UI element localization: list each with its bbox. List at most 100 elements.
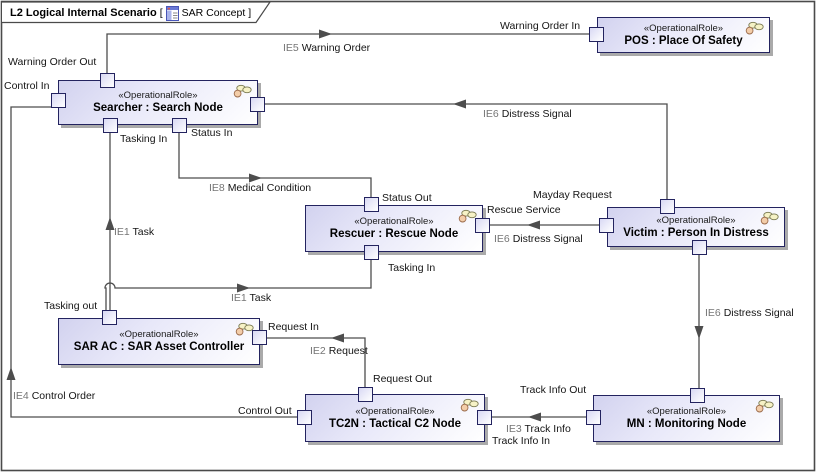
flow-label: IE2 Request [310, 345, 368, 357]
flow-id-prefix: IE2 [310, 345, 329, 357]
edge-ie1-task-to-searcher[interactable] [105, 133, 115, 310]
edge-ie6-distress-signal-to-mn[interactable] [694, 255, 704, 388]
port-mn-track-info-out[interactable] [586, 410, 601, 425]
flow-label: IE1 Task [231, 292, 271, 304]
port-searcher-tasking-in[interactable] [103, 118, 118, 133]
flow-label: IE8 Medical Condition [209, 182, 311, 194]
node-name: Rescuer : Rescue Node [329, 228, 459, 240]
port-searcher-status-in[interactable] [172, 118, 187, 133]
arrowhead [453, 99, 466, 109]
flow-name: Warning Order [301, 42, 371, 54]
flow-label: IE3 Track Info [506, 423, 571, 435]
node-searcher[interactable]: «OperationalRole»Searcher : Search Node [58, 80, 258, 125]
flow-id-prefix: IE6 [483, 108, 502, 120]
operational-role-icon [755, 399, 774, 413]
stereotype-label: «OperationalRole» [646, 406, 727, 417]
edge-ie8-medical-condition[interactable] [178, 133, 372, 197]
edge-ie1-task-to-rescuer[interactable] [104, 260, 372, 310]
port-sar-ac-request-in[interactable] [252, 330, 267, 345]
port-rescuer-tasking-in[interactable] [364, 245, 379, 260]
port-label: Request In [268, 321, 319, 333]
flow-label: IE1 Task [114, 226, 154, 238]
port-label: Track Info In [492, 435, 550, 447]
node-pos[interactable]: «OperationalRole»POS : Place Of Safety [597, 17, 770, 53]
port-tc2n-control-out[interactable] [297, 410, 312, 425]
node-name: Victim : Person In Distress [623, 226, 769, 239]
operational-role-icon [235, 322, 254, 336]
arrowhead [527, 220, 540, 230]
stereotype-label: «OperationalRole» [119, 329, 199, 340]
title-bracket-close: ] [248, 7, 252, 19]
diagram-title-tab[interactable]: L2 Logical Internal Scenario [ SAR Conce… [10, 5, 251, 21]
port-label: Track Info Out [520, 384, 587, 396]
arrowhead [528, 412, 541, 422]
arrowhead [694, 326, 704, 339]
port-rescuer-rescue-service[interactable] [475, 218, 490, 233]
edge-ie6-distress-signal-to-searcher[interactable] [265, 99, 668, 200]
port-label: Warning Order In [500, 20, 581, 32]
port-pos-warning-order-in[interactable] [589, 27, 604, 42]
flow-id-prefix: IE6 [494, 233, 513, 245]
port-searcher-control-in[interactable] [51, 93, 66, 108]
arrowhead [237, 283, 250, 293]
flow-name: Track Info [524, 423, 571, 435]
arrowhead [105, 217, 115, 230]
node-name: POS : Place Of Safety [624, 34, 743, 47]
flow-label: IE6 Distress Signal [494, 233, 583, 245]
stereotype-label: «OperationalRole» [354, 216, 434, 227]
edge-ie5-warning-order[interactable] [106, 29, 589, 74]
port-label: Tasking In [388, 262, 436, 274]
operational-role-icon [458, 209, 477, 223]
port-label: Tasking out [44, 300, 98, 312]
flow-label: IE4 Control Order [13, 390, 95, 402]
stereotype-label: «OperationalRole» [118, 90, 198, 101]
port-victim-distress-out[interactable] [692, 240, 707, 255]
edge-ie4-control-order[interactable] [6, 106, 298, 418]
port-tc2n-track-info-in[interactable] [477, 410, 492, 425]
arrowhead [319, 29, 332, 39]
edge-ie3-track-info[interactable] [492, 412, 586, 422]
flow-name: Control Order [31, 390, 96, 402]
arrowhead [249, 173, 262, 183]
node-rescuer[interactable]: «OperationalRole»Rescuer : Rescue Node [305, 205, 483, 252]
edge-ie2-request[interactable] [267, 333, 366, 388]
port-label: Control Out [238, 405, 292, 417]
flow-id-prefix: IE1 [114, 226, 133, 238]
port-mn-distress-in[interactable] [690, 388, 705, 403]
stereotype-label: «OperationalRole» [355, 405, 435, 417]
port-victim-mayday-out[interactable] [660, 199, 675, 214]
port-label: Mayday Request [533, 189, 612, 201]
port-label: Rescue Service [487, 204, 561, 216]
node-mn[interactable]: «OperationalRole»MN : Monitoring Node [593, 395, 780, 442]
edge-rescue-service-mayday-distress[interactable] [490, 220, 599, 230]
port-label: Tasking In [120, 133, 168, 145]
title-bracket-open: [ [159, 7, 163, 19]
flow-name: Distress Signal [501, 108, 572, 120]
port-label: Control In [4, 80, 50, 92]
port-label: Warning Order Out [8, 56, 97, 68]
flow-name: Request [328, 345, 368, 357]
port-victim-rescue-in[interactable] [599, 218, 614, 233]
port-label: Request Out [373, 373, 432, 385]
flow-id-prefix: IE3 [506, 423, 525, 435]
node-victim[interactable]: «OperationalRole»Victim : Person In Dist… [607, 207, 785, 247]
flow-name: Task [249, 292, 272, 304]
port-sar-ac-tasking-out[interactable] [102, 310, 117, 325]
arrowhead [6, 367, 16, 380]
node-sar-ac[interactable]: «OperationalRole»SAR AC : SAR Asset Cont… [58, 318, 260, 365]
flow-name: Medical Condition [227, 182, 312, 194]
flow-id-prefix: IE5 [283, 42, 302, 54]
title-concept: SAR Concept [181, 7, 246, 19]
port-searcher-warning-order-out[interactable] [100, 73, 115, 88]
port-tc2n-request-out[interactable] [358, 387, 373, 402]
port-searcher-distress-in[interactable] [250, 97, 265, 112]
port-rescuer-status-out[interactable] [364, 197, 379, 212]
flow-id-prefix: IE6 [705, 307, 724, 319]
flow-label: IE6 Distress Signal [705, 307, 794, 319]
stereotype-label: «OperationalRole» [656, 214, 736, 226]
flow-name: Task [132, 226, 155, 238]
node-tc2n[interactable]: «OperationalRole»TC2N : Tactical C2 Node [305, 394, 485, 442]
